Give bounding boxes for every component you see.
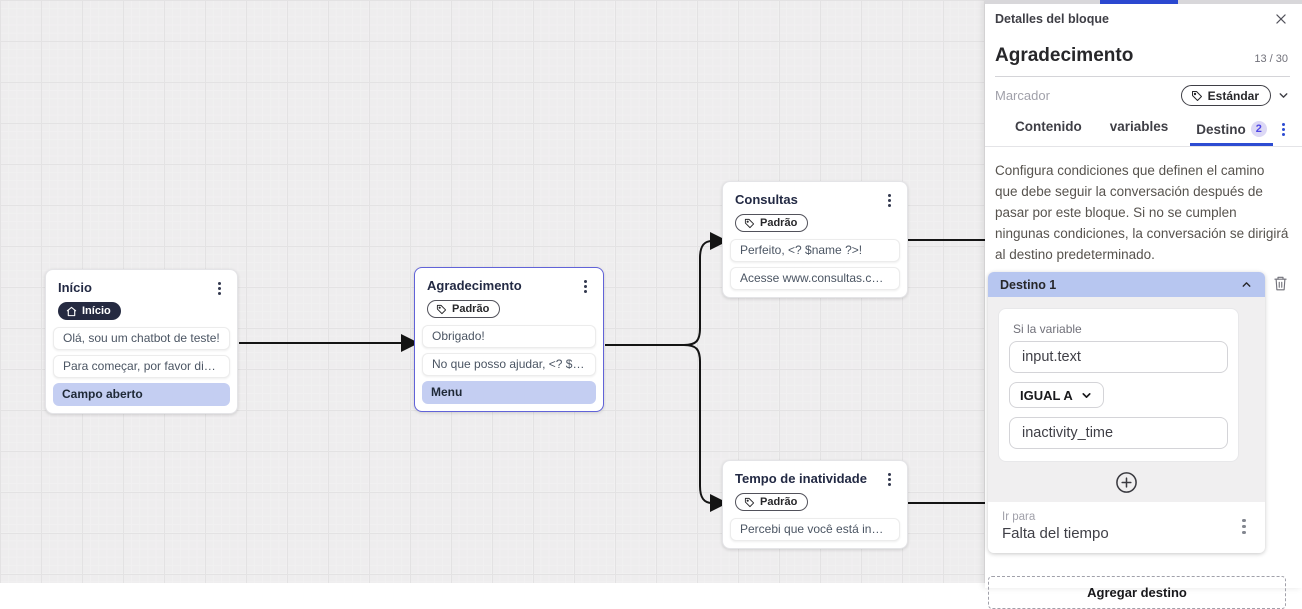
block-details-panel: Detalles del bloque Agradecimento 13 / 3… <box>985 0 1302 609</box>
message-row[interactable]: Percebi que você está inativo. C... <box>730 517 900 541</box>
kebab-menu-icon[interactable] <box>1276 121 1290 137</box>
add-condition-button[interactable] <box>1115 471 1138 494</box>
marker-badge: Padrão <box>427 300 501 318</box>
tab-bar: Contenido variables Destino 2 <box>985 115 1302 147</box>
node-title: Agradecimento <box>427 278 522 293</box>
tag-icon <box>436 304 447 314</box>
action-row[interactable]: Campo aberto <box>53 382 230 406</box>
start-badge-label: Início <box>82 305 111 317</box>
chevron-up-icon[interactable] <box>1240 278 1253 291</box>
marker-badge: Padrão <box>735 214 809 232</box>
compare-value-input[interactable] <box>1009 417 1228 449</box>
node-title: Tempo de inatividade <box>735 471 867 486</box>
start-badge: Início <box>58 302 121 320</box>
flow-node-agradecimento[interactable]: Agradecimento Padrão Obrigado! No que po… <box>414 267 604 412</box>
canvas-bottom-strip <box>0 583 985 588</box>
marker-badge-label: Padrão <box>760 217 798 229</box>
kebab-menu-icon[interactable] <box>882 192 896 208</box>
message-row[interactable]: Olá, sou um chatbot de teste! <box>53 326 230 350</box>
message-row[interactable]: Obrigado! <box>422 324 596 348</box>
variable-input[interactable] <box>1009 341 1228 373</box>
message-row[interactable]: Acesse www.consultas.com par... <box>730 266 900 290</box>
chevron-down-icon <box>1082 392 1091 398</box>
panel-top-scroll-strip <box>985 0 1302 4</box>
flow-node-inicio[interactable]: Início Início Olá, sou um chatbot de tes… <box>45 269 238 414</box>
message-row[interactable]: Para começar, por favor digite o ... <box>53 354 230 378</box>
kebab-menu-icon[interactable] <box>882 471 896 487</box>
destination-description: Configura condiciones que definen el cam… <box>995 163 1289 262</box>
char-count: 13 / 30 <box>1254 53 1288 65</box>
tag-icon <box>1191 90 1202 101</box>
edge-agradecimento-tempo[interactable] <box>605 344 728 512</box>
destination-title: Destino 1 <box>1000 277 1057 292</box>
marker-badge-label: Padrão <box>760 496 798 508</box>
tag-icon <box>744 497 755 507</box>
plus-circle-icon <box>1116 472 1137 493</box>
operator-select[interactable]: IGUAL A <box>1009 382 1104 408</box>
condition-card: Si la variable IGUAL A <box>998 308 1239 462</box>
close-icon[interactable] <box>1274 12 1288 26</box>
destination-header[interactable]: Destino 1 <box>988 272 1265 297</box>
panel-title: Detalles del bloque <box>995 12 1109 26</box>
goto-section: Ir para Falta del tiempo <box>988 502 1265 553</box>
tab-variables[interactable]: variables <box>1109 119 1169 134</box>
edge-agradecimento-consultas[interactable] <box>605 232 728 346</box>
marker-badge-label: Padrão <box>452 303 490 315</box>
goto-label: Ir para <box>1002 511 1036 523</box>
marker-chip-label: Estándar <box>1207 88 1259 103</box>
flow-node-consultas[interactable]: Consultas Padrão Perfeito, <? $name ?>! … <box>722 181 908 298</box>
goto-value[interactable]: Falta del tiempo <box>1002 525 1109 542</box>
home-icon <box>66 306 77 316</box>
edge-layer <box>239 232 985 512</box>
message-row[interactable]: No que posso ajudar, <? $name ... <box>422 352 596 376</box>
marker-label: Marcador <box>995 88 1050 103</box>
divider <box>995 76 1290 77</box>
node-title: Consultas <box>735 192 798 207</box>
condition-label: Si la variable <box>1013 322 1082 336</box>
tab-count-badge: 2 <box>1250 121 1267 137</box>
add-destination-button[interactable]: Agregar destino <box>988 576 1286 609</box>
scroll-indicator <box>1100 0 1178 4</box>
message-row[interactable]: Perfeito, <? $name ?>! <box>730 238 900 262</box>
block-name[interactable]: Agradecimento <box>995 45 1134 66</box>
tab-contenido[interactable]: Contenido <box>1015 119 1082 134</box>
chevron-down-icon[interactable] <box>1277 89 1290 102</box>
action-row[interactable]: Menu <box>422 380 596 404</box>
node-title: Início <box>58 280 92 295</box>
trash-icon[interactable] <box>1273 275 1288 297</box>
flow-node-tempo-de-inatividade[interactable]: Tempo de inatividade Padrão Percebi que … <box>722 460 908 549</box>
tab-destino[interactable]: Destino 2 <box>1190 121 1273 146</box>
kebab-menu-icon[interactable] <box>1237 518 1251 535</box>
tag-icon <box>744 218 755 228</box>
marker-badge: Padrão <box>735 493 809 511</box>
kebab-menu-icon[interactable] <box>212 280 226 296</box>
marker-chip[interactable]: Estándar <box>1180 85 1271 106</box>
destination-card: Destino 1 Si la variable IGUAL A <box>988 272 1265 553</box>
kebab-menu-icon[interactable] <box>578 278 592 294</box>
